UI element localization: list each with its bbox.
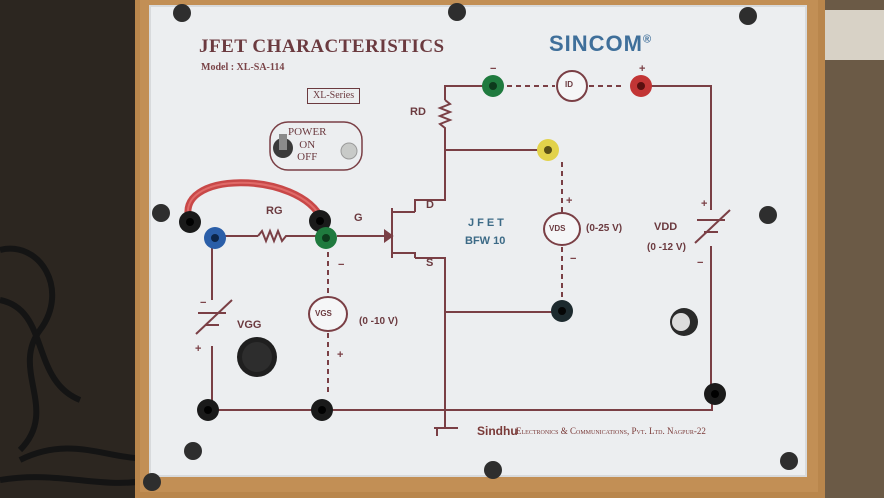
vds-meter-label: VDS bbox=[549, 224, 566, 233]
vdd-label: VDD bbox=[654, 221, 678, 233]
vdd-range-label: (0 -12 V) bbox=[647, 242, 686, 253]
id-meter-label: ID bbox=[565, 80, 573, 89]
vgg-knob[interactable] bbox=[237, 337, 277, 377]
vgg-label: VGG bbox=[237, 319, 262, 331]
svg-text:+: + bbox=[195, 343, 201, 355]
svg-text:+: + bbox=[639, 63, 645, 75]
brand-registered-mark: ® bbox=[643, 33, 653, 46]
gate-black-terminal[interactable] bbox=[309, 210, 331, 232]
svg-text:+: + bbox=[701, 198, 707, 210]
vds-range-label: (0-25 V) bbox=[586, 223, 623, 234]
vds-plus-terminal[interactable] bbox=[537, 139, 559, 161]
vds-minus-terminal[interactable] bbox=[551, 300, 573, 322]
device-part-number: BFW 10 bbox=[465, 235, 506, 247]
svg-text:−: − bbox=[490, 63, 496, 75]
vgs-meter-label: VGS bbox=[315, 309, 332, 318]
drain-plus-terminal[interactable] bbox=[630, 75, 652, 97]
series-badge: XL-Series bbox=[307, 88, 361, 104]
svg-text:−: − bbox=[570, 253, 576, 265]
panel-screws bbox=[143, 3, 798, 491]
brand-logo: SINCOM® bbox=[549, 33, 652, 55]
vgs-minus-terminal[interactable] bbox=[311, 399, 333, 421]
power-switch-frame bbox=[269, 121, 363, 171]
svg-text:+: + bbox=[566, 195, 572, 207]
vdd-minus-terminal[interactable] bbox=[704, 383, 726, 405]
id-meter-symbol bbox=[556, 70, 588, 102]
power-label-title: POWER bbox=[288, 126, 327, 138]
vgg-minus-terminal[interactable] bbox=[179, 211, 201, 233]
model-number: Model : XL-SA-114 bbox=[201, 62, 285, 73]
drain-label: D bbox=[426, 199, 434, 211]
vgg-blue-terminal[interactable] bbox=[204, 227, 226, 249]
polarity-marks: − + + − − + − + + − bbox=[195, 63, 707, 361]
meter-leads bbox=[327, 85, 625, 395]
svg-text:−: − bbox=[200, 297, 206, 309]
vgs-meter-symbol bbox=[308, 296, 348, 332]
power-indicator-lamp bbox=[340, 142, 358, 160]
panel-title: JFET CHARACTERISTICS bbox=[199, 36, 445, 57]
power-label-off: OFF bbox=[297, 151, 318, 164]
vdd-knob[interactable] bbox=[670, 308, 698, 336]
footer-brand: Sindhu bbox=[477, 424, 518, 438]
drain-minus-terminal[interactable] bbox=[482, 75, 504, 97]
meter-symbols bbox=[308, 70, 588, 332]
bottom-left-terminal[interactable] bbox=[197, 399, 219, 421]
brand-name: SINCOM bbox=[549, 31, 643, 56]
footer-company: Electronics & Communications, Pvt. Ltd. … bbox=[516, 426, 706, 436]
power-label-on: ON bbox=[299, 138, 316, 151]
power-toggle-switch[interactable] bbox=[273, 134, 293, 158]
rg-label: RG bbox=[266, 205, 283, 217]
svg-text:−: − bbox=[697, 257, 703, 269]
device-label: JFET bbox=[468, 217, 507, 229]
gate-green-terminal[interactable] bbox=[315, 227, 337, 249]
svg-text:+: + bbox=[337, 349, 343, 361]
vds-meter-symbol bbox=[543, 212, 581, 246]
vgs-range-label: (0 -10 V) bbox=[359, 316, 398, 327]
rd-label: RD bbox=[410, 106, 426, 118]
source-label: S bbox=[426, 257, 434, 269]
svg-text:−: − bbox=[338, 259, 344, 271]
power-label: POWER ON OFF bbox=[288, 126, 327, 164]
gate-label: G bbox=[354, 212, 363, 224]
terminals bbox=[179, 75, 726, 421]
